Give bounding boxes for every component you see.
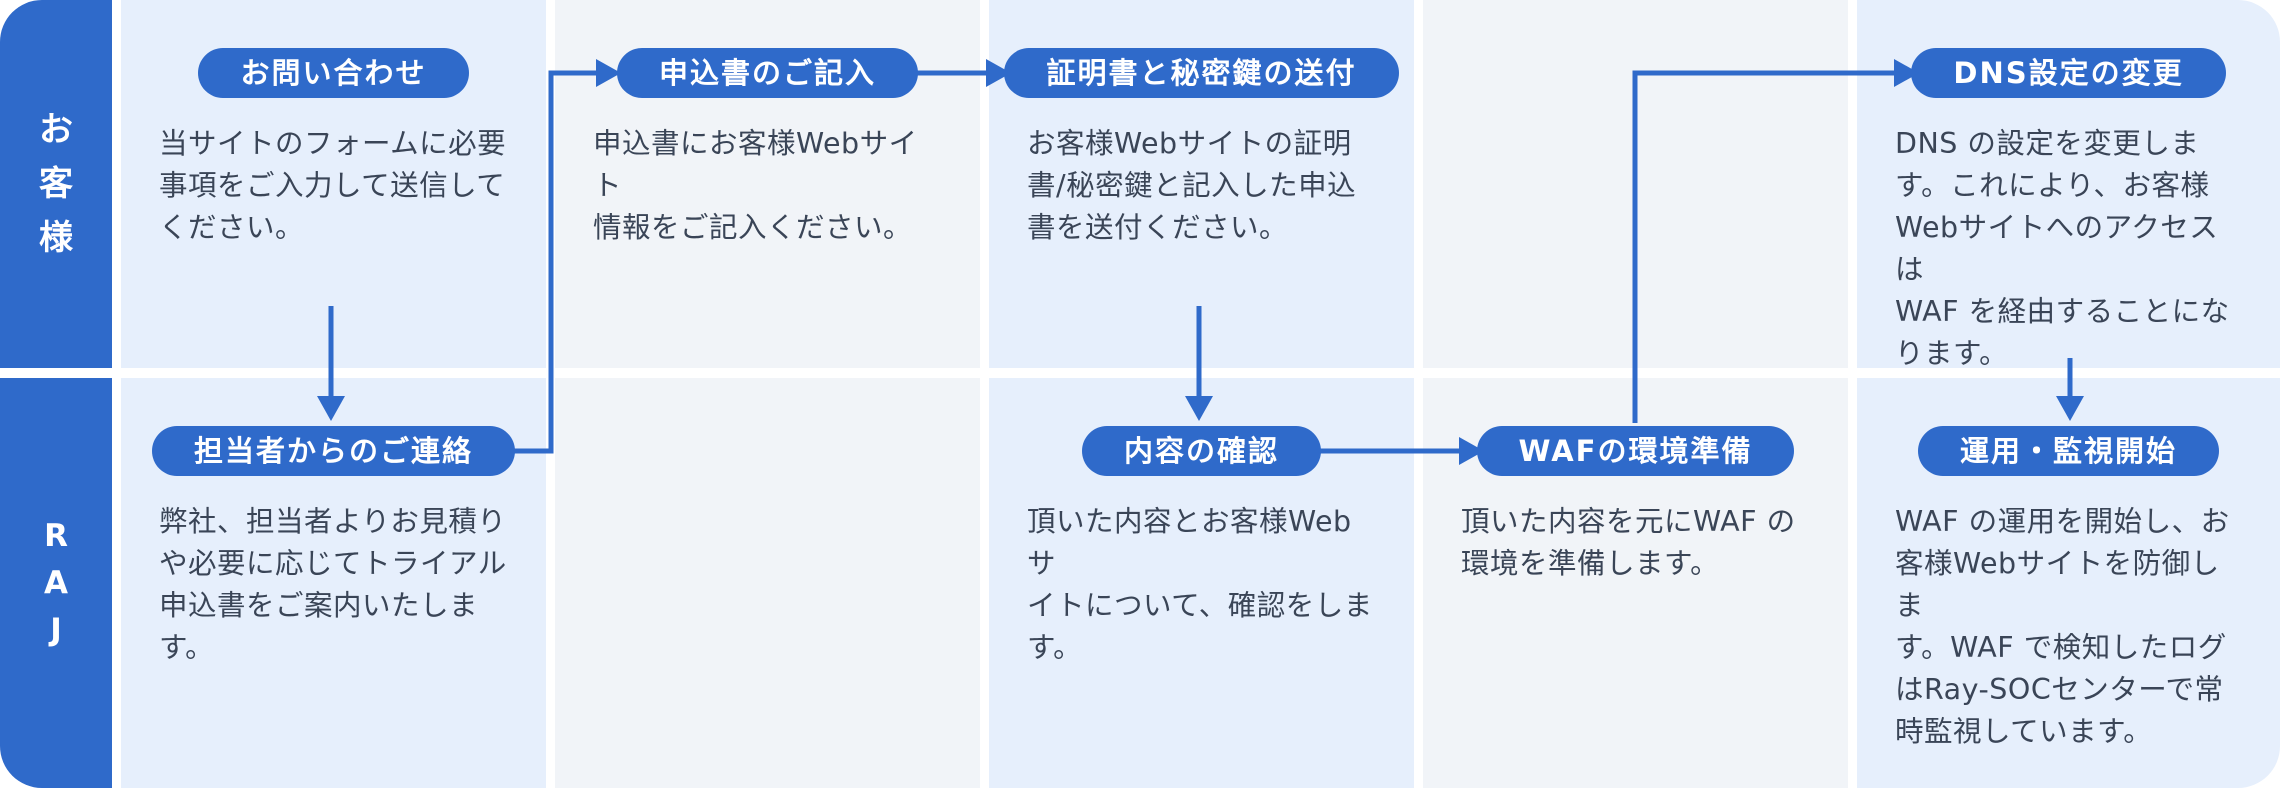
pill-row: WAFの環境準備 [1423, 426, 1848, 476]
empty-cell-bottom-col2 [555, 378, 980, 788]
step-pill-send-cert-key: 証明書と秘密鍵の送付 [1004, 48, 1399, 98]
step-description-inquiry: 当サイトのフォームに必要 事項をご入力して送信して ください。 [159, 127, 507, 244]
pill-row: 申込書のご記入 [555, 48, 980, 98]
step-pill-waf-setup: WAFの環境準備 [1476, 426, 1795, 476]
lane-label-char: お [39, 110, 73, 150]
step-cell-dns-change: DNS設定の変更 DNS の設定を変更しま す。これにより、お客様 Webサイト… [1857, 0, 2280, 370]
step-cell-inquiry: お問い合わせ 当サイトのフォームに必要 事項をご入力して送信して ください。 [121, 0, 546, 368]
step-description-fill-application: 申込書にお客様Webサイト 情報をご記入ください。 [593, 127, 918, 244]
lane-label-char: J [50, 611, 62, 648]
step-description-send-cert-key: お客様Webサイトの証明 書/秘密鍵と記入した申込 書を送付ください。 [1027, 127, 1357, 244]
step-cell-confirm-content: 内容の確認 頂いた内容とお客様Webサ イトについて、確認をしま す。 [989, 378, 1414, 788]
lane-label-char: 様 [39, 218, 73, 258]
lane-label-char: A [44, 564, 68, 601]
step-cell-fill-application: 申込書のご記入 申込書にお客様Webサイト 情報をご記入ください。 [555, 0, 980, 368]
pill-row: お問い合わせ [121, 48, 546, 98]
step-pill-inquiry: お問い合わせ [198, 48, 469, 98]
step-description-dns-change: DNS の設定を変更しま す。これにより、お客様 Webサイトへのアクセスは W… [1895, 127, 2230, 370]
step-cell-contact-from-staff: 担当者からのご連絡 弊社、担当者よりお見積り や必要に応じてトライアル 申込書を… [121, 378, 546, 788]
step-pill-fill-application: 申込書のご記入 [616, 48, 918, 98]
step-cell-waf-setup: WAFの環境準備 頂いた内容を元にWAF の 環境を準備します。 [1423, 378, 1848, 788]
step-description-confirm-content: 頂いた内容とお客様Webサ イトについて、確認をしま す。 [1027, 505, 1373, 664]
lane-label-customer: お 客 様 [0, 0, 112, 368]
lane-label-char: 客 [39, 164, 73, 204]
step-description-waf-setup: 頂いた内容を元にWAF の 環境を準備します。 [1461, 505, 1796, 580]
step-pill-operation-start: 運用・監視開始 [1917, 426, 2219, 476]
lane-label-char: R [44, 517, 68, 554]
lane-label-raj: R A J [0, 378, 112, 788]
pill-row: DNS設定の変更 [1857, 48, 2280, 98]
pill-row: 運用・監視開始 [1857, 426, 2280, 476]
pill-row: 内容の確認 [989, 426, 1414, 476]
pill-row: 証明書と秘密鍵の送付 [989, 48, 1414, 98]
pill-row: 担当者からのご連絡 [121, 426, 546, 476]
step-cell-operation-start: 運用・監視開始 WAF の運用を開始し、お 客様Webサイトを防御しま す。WA… [1857, 378, 2280, 788]
step-pill-contact-from-staff: 担当者からのご連絡 [151, 426, 515, 476]
step-cell-send-cert-key: 証明書と秘密鍵の送付 お客様Webサイトの証明 書/秘密鍵と記入した申込 書を送… [989, 0, 1414, 368]
step-pill-confirm-content: 内容の確認 [1081, 426, 1321, 476]
step-description-operation-start: WAF の運用を開始し、お 客様Webサイトを防御しま す。WAF で検知したロ… [1895, 505, 2230, 748]
step-description-contact-from-staff: 弊社、担当者よりお見積り や必要に応じてトライアル 申込書をご案内いたしま す。 [159, 505, 507, 664]
step-pill-dns-change: DNS設定の変更 [1911, 48, 2226, 98]
empty-cell-top-col4 [1423, 0, 1848, 368]
